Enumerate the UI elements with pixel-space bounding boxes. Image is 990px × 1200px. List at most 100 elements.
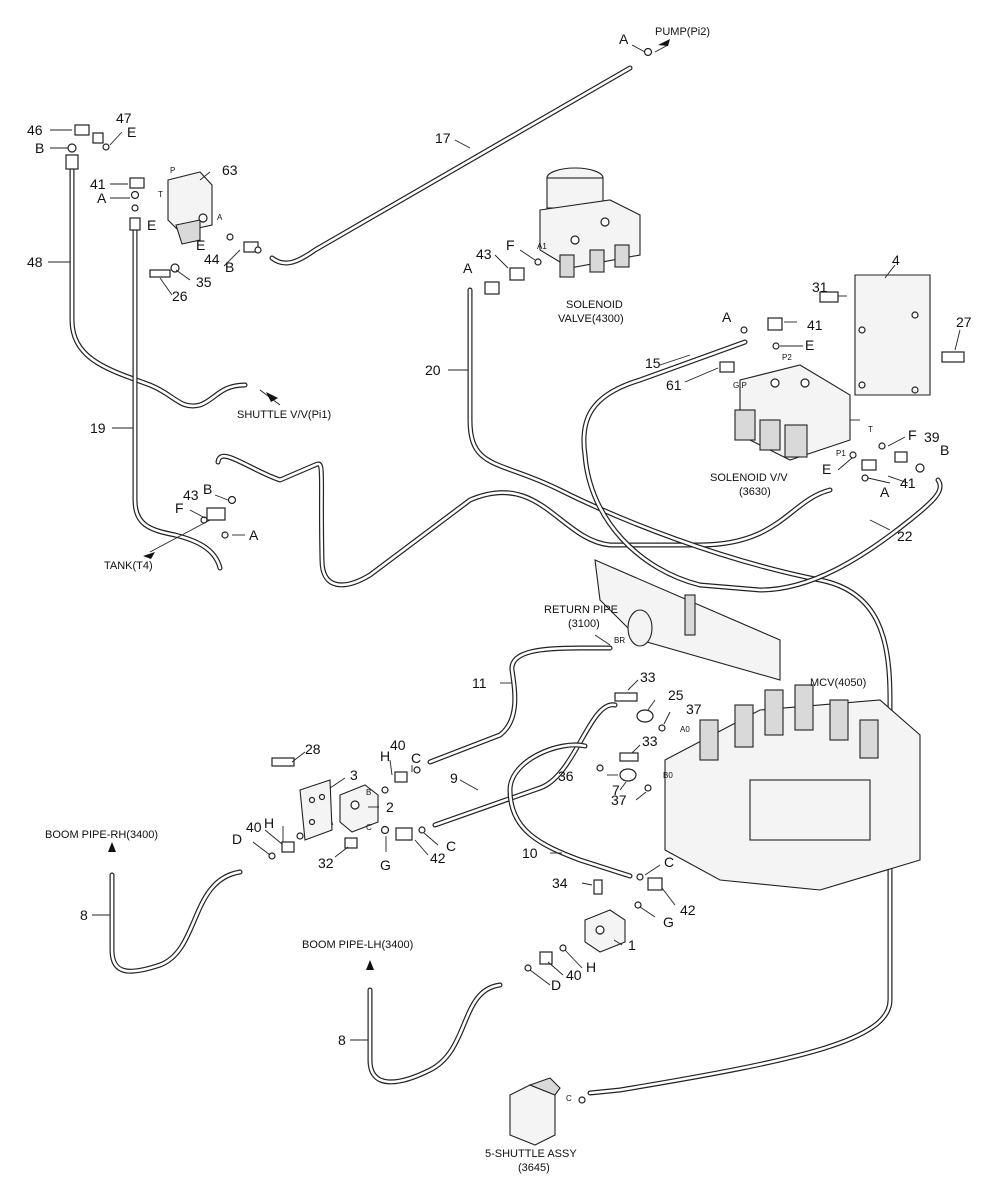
seal-letter: G (663, 914, 674, 930)
part-number: 43 (183, 487, 199, 503)
part-number: 4 (892, 252, 900, 268)
port-label-t: T (158, 190, 163, 199)
callout-solenoid-valve-2: VALVE(4300) (558, 313, 624, 325)
part-number: 28 (305, 741, 321, 757)
part-number: 25 (668, 687, 684, 703)
part-number: 41 (900, 475, 916, 491)
part-number: 19 (90, 420, 106, 436)
seal-letter: H (264, 815, 274, 831)
port-label-p2: P2 (782, 353, 792, 362)
leader-lines (48, 44, 961, 1041)
seal-letter: E (127, 124, 136, 140)
part-number: 40 (246, 819, 262, 835)
seal-letter: A (722, 309, 732, 325)
part-number: 40 (566, 967, 582, 983)
part-number: 31 (812, 279, 828, 295)
part-number: 36 (558, 768, 574, 784)
part-number: 32 (318, 855, 334, 871)
port-label-p1: P1 (836, 449, 846, 458)
part-number: 7 (612, 782, 620, 798)
part-number: 10 (522, 845, 538, 861)
hose-17 (269, 65, 633, 266)
part-number: 1 (628, 937, 636, 953)
return-pipe-3100: BR (594, 559, 781, 681)
part-number: 41 (90, 176, 106, 192)
flow-arrows (108, 39, 670, 970)
part-number: 15 (645, 355, 661, 371)
plate-3 (299, 779, 333, 841)
port-label-b0: B0 (663, 771, 673, 780)
seal-letter: B (225, 259, 234, 275)
seal-letter: H (380, 748, 390, 764)
port-label-a1: A1 (537, 242, 547, 251)
port-label-a0: A0 (680, 725, 690, 734)
callout-pump: PUMP(Pi2) (655, 26, 710, 38)
part-number: 43 (476, 246, 492, 262)
part-number: 22 (897, 528, 913, 544)
part-number: 11 (472, 675, 487, 691)
hose-20 (467, 287, 893, 1096)
seal-letter: E (822, 461, 831, 477)
part-numbers: 1 2 3 4 7 8 8 9 10 11 15 17 19 20 22 25 … (27, 110, 972, 1048)
port-label-p: P (170, 166, 175, 175)
callout-solenoid-vv-1: SOLENOID V/V (710, 472, 788, 484)
valve-block-63: P T A (158, 166, 223, 245)
callout-boom-lh: BOOM PIPE-LH(3400) (302, 939, 413, 951)
seal-letter: F (506, 237, 515, 253)
port-label-c: C (366, 823, 372, 832)
part-number: 17 (435, 130, 451, 146)
seal-letter: G (380, 857, 391, 873)
seal-letter: F (175, 500, 184, 516)
port-label-t2: T (868, 425, 873, 434)
block-1 (584, 909, 626, 953)
part-number: 33 (640, 669, 656, 685)
port-label-br: BR (614, 636, 625, 645)
part-number: 42 (680, 902, 696, 918)
callout-return-pipe-2: (3100) (568, 618, 600, 630)
hose-8-lh (367, 982, 503, 1085)
seal-letter: A (619, 31, 629, 47)
port-label-gp: G.P (733, 381, 747, 390)
callout-solenoid-vv-2: (3630) (739, 486, 771, 498)
part-number: 20 (425, 362, 441, 378)
seal-letter: B (203, 481, 212, 497)
seal-letter: D (232, 831, 242, 847)
seal-letter: A (97, 190, 107, 206)
hose-48 (69, 167, 248, 409)
part-number: 33 (642, 733, 658, 749)
seal-letter: B (35, 140, 44, 156)
callout-boom-rh: BOOM PIPE-RH(3400) (45, 829, 158, 841)
seal-letter: E (805, 337, 814, 353)
seal-letter: A (880, 484, 890, 500)
seal-letter: C (411, 750, 421, 766)
callout-tank: TANK(T4) (104, 560, 153, 572)
callout-shuttle-assy-1: 5-SHUTTLE ASSY (485, 1148, 577, 1160)
seal-letter: E (147, 217, 156, 233)
part-number: 35 (196, 274, 212, 290)
part-number: 27 (956, 314, 972, 330)
mcv-4050: A0 B0 (663, 684, 921, 891)
port-label-c-shuttle: C (566, 1094, 572, 1103)
block-2: B A C (328, 784, 379, 833)
hose-19 (132, 225, 833, 588)
callouts: PUMP(Pi2) SHUTTLE V/V(Pi1) TANK(T4) SOLE… (45, 26, 866, 1174)
part-number: 8 (80, 907, 88, 923)
part-number: 44 (204, 251, 220, 267)
seal-letter: C (664, 854, 674, 870)
seal-letter: H (586, 959, 596, 975)
callout-mcv: MCV(4050) (810, 677, 866, 689)
callout-shuttle-pi1: SHUTTLE V/V(Pi1) (237, 409, 331, 421)
part-number: 47 (116, 110, 132, 126)
seal-letter: A (249, 527, 259, 543)
part-number: 42 (430, 850, 446, 866)
seal-letter: B (940, 442, 949, 458)
shuttle-assy-3645: C (509, 1077, 572, 1146)
seal-letter: F (908, 427, 917, 443)
callout-return-pipe-1: RETURN PIPE (544, 604, 618, 616)
part-number: 3 (350, 767, 358, 783)
port-label-b: B (366, 788, 371, 797)
seal-letter: D (551, 977, 561, 993)
part-number: 41 (807, 317, 823, 333)
port-label-a: A (217, 213, 223, 222)
